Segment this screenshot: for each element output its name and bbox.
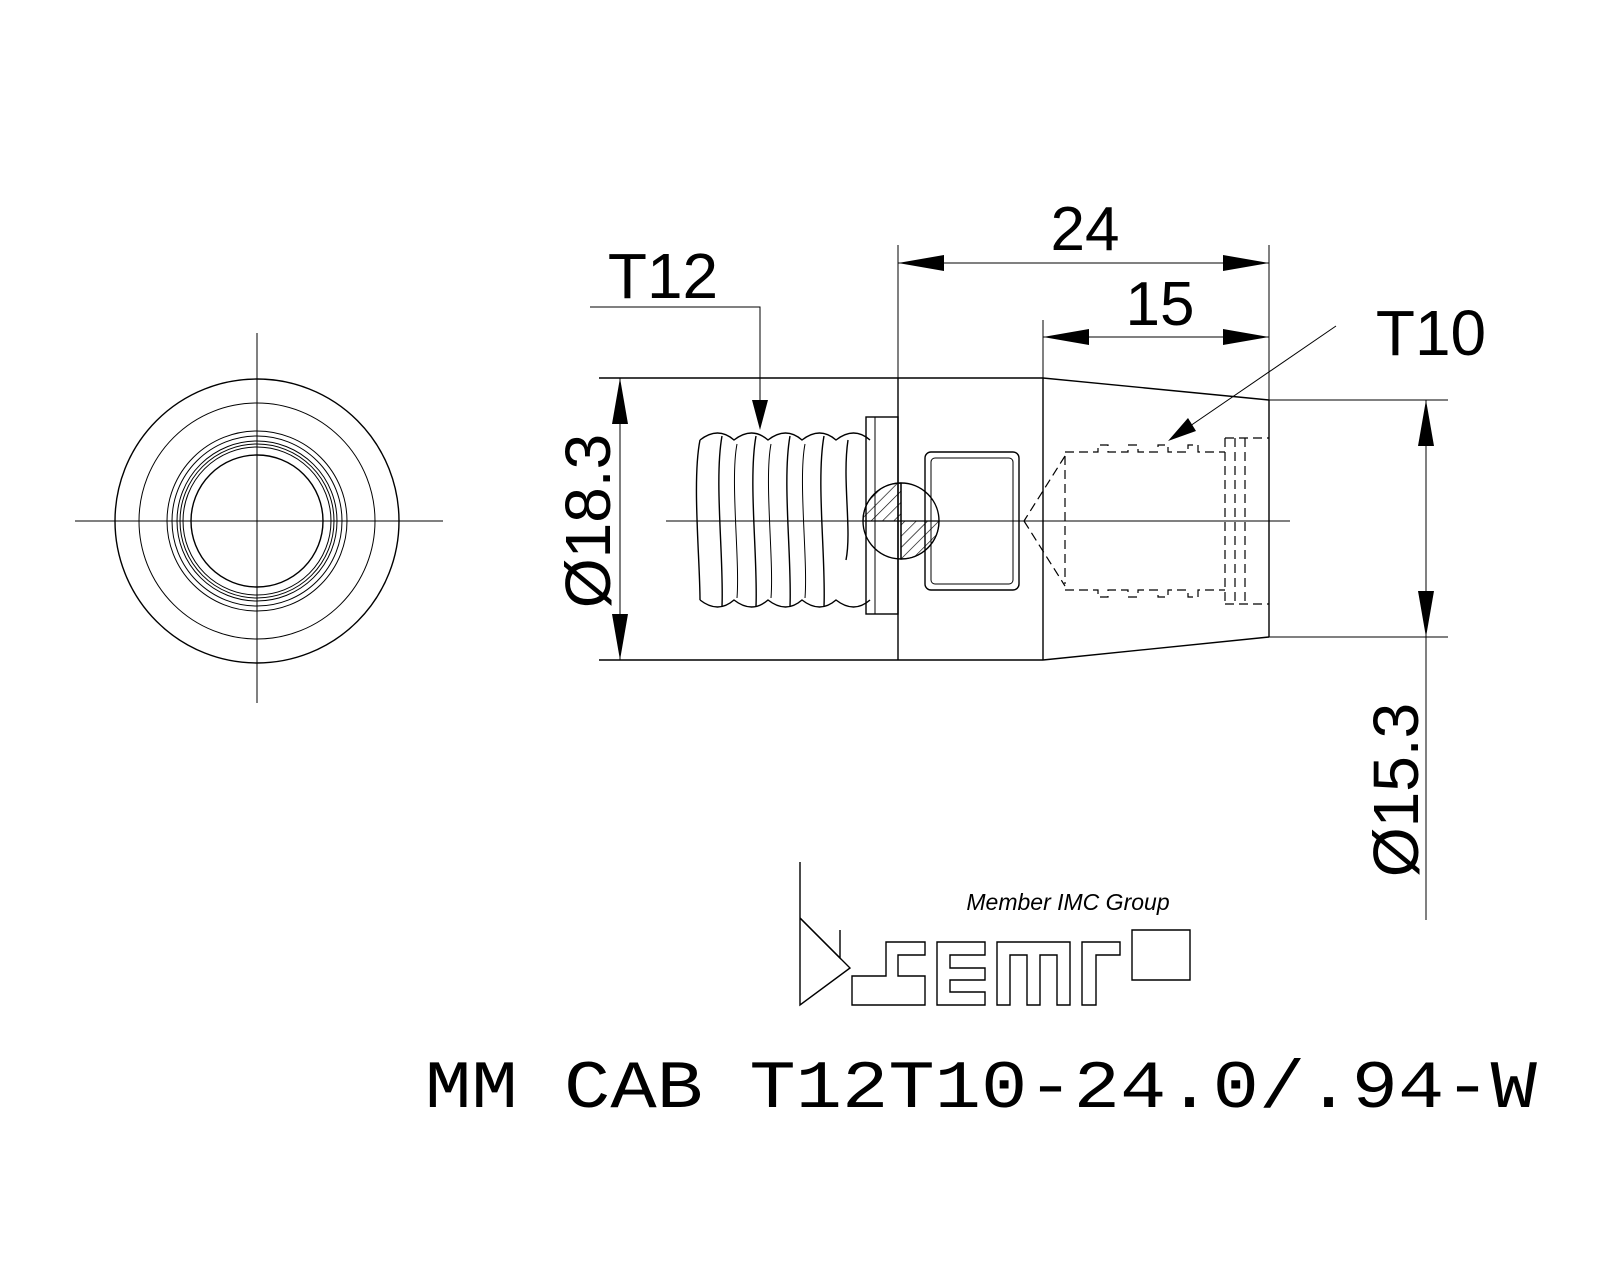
dimension-overall-length: 24 <box>897 195 1270 400</box>
part-code: MM CAB T12T10-24.0/.94-W <box>425 1051 1537 1128</box>
dimension-left-diameter: Ø18.3 <box>552 378 628 660</box>
end-view-thread-ring <box>176 440 338 602</box>
dimension-right-diameter: Ø15.3 <box>1269 399 1448 920</box>
end-view <box>75 333 443 703</box>
side-view <box>599 377 1290 661</box>
internal-thread <box>1064 437 1269 605</box>
inner-pocket <box>924 451 1020 591</box>
dimension-shank-length-label: 15 <box>1126 270 1195 339</box>
dimension-left-diameter-label: Ø18.3 <box>552 434 624 608</box>
iscar-logo: Member IMC Group <box>799 862 1191 1007</box>
callout-right-thread: T10 <box>1168 297 1486 441</box>
end-view-thread-ring <box>171 435 343 607</box>
cross-hole <box>862 482 940 560</box>
callout-left-thread-label: T12 <box>608 240 718 312</box>
end-view-third-circle <box>166 430 348 612</box>
dimension-overall-length-label: 24 <box>1051 195 1120 264</box>
end-view-outer-circle <box>114 378 400 664</box>
callout-left-thread: T12 <box>590 240 768 430</box>
dimension-shank-length: 15 <box>1042 270 1269 378</box>
dimension-right-diameter-label: Ø15.3 <box>1360 703 1432 877</box>
drill-cone <box>1023 455 1066 587</box>
end-view-bore-circle <box>190 454 324 588</box>
callout-right-thread-label: T10 <box>1376 297 1486 369</box>
end-view-second-circle <box>138 402 376 640</box>
left-external-thread <box>695 416 899 615</box>
end-view-thread-ring <box>182 446 332 596</box>
body-outline <box>599 377 1270 661</box>
end-view-thread-ring <box>179 443 335 599</box>
iscar-logo-tagline: Member IMC Group <box>966 889 1169 915</box>
